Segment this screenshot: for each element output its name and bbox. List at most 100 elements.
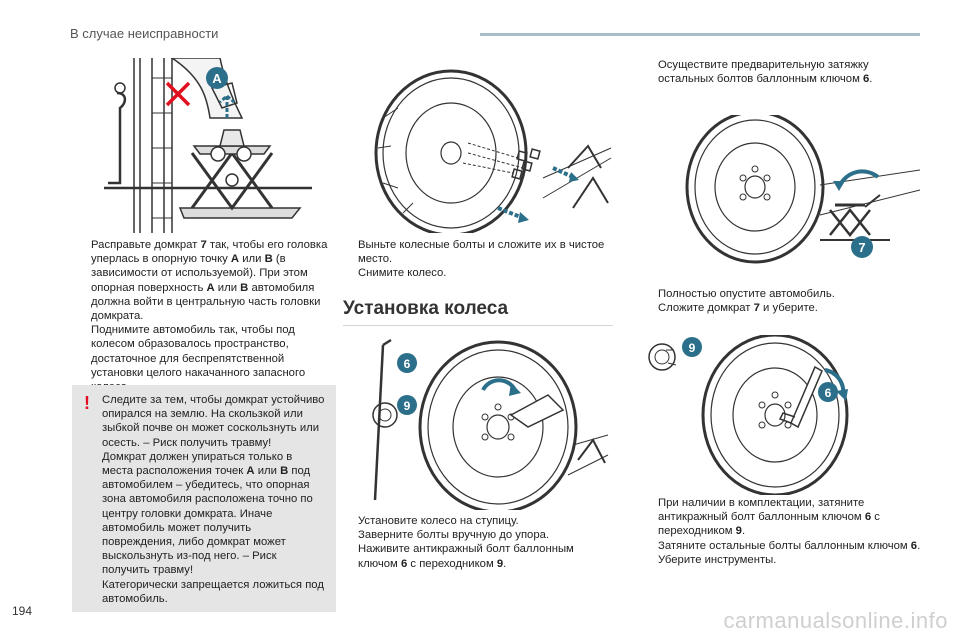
- col3-tighten-instructions: При наличии в комплектации, затяните ант…: [643, 496, 921, 567]
- text-run: с переходником: [407, 557, 497, 570]
- warning-text: Домкрат должен упираться только в места …: [102, 451, 313, 577]
- text-run: .: [869, 73, 873, 86]
- bullet-text: Выньте колесные болты и сложите их в чис…: [358, 239, 604, 265]
- text-run: Заверните болты вручную до упора.: [358, 529, 550, 542]
- bullet-text: Установите колесо на ступицу.: [358, 515, 519, 527]
- text-run: Сложите домкрат: [658, 302, 754, 315]
- bullet-item: Расправьте домкрат 7 так, чтобы его голо…: [76, 238, 338, 323]
- bullet-text: При наличии в комплектации, затяните ант…: [658, 497, 880, 537]
- bullet-text: Уберите инструменты.: [658, 554, 776, 566]
- bullet-item: Выньте колесные болты и сложите их в чис…: [343, 238, 613, 266]
- watermark: carmanualsonline.info: [723, 608, 948, 633]
- text-run: (в зависимости от используемой). При это…: [91, 253, 308, 294]
- text-run: под автомобилем – убедитесь, что опорная…: [102, 465, 313, 577]
- warning-icon: !: [84, 393, 90, 413]
- text-run: или: [254, 465, 281, 478]
- label-9-fit: 9: [404, 399, 411, 413]
- reference-code: B: [264, 253, 273, 266]
- reference-code: 9: [496, 557, 504, 570]
- reference-code: 7: [200, 239, 207, 251]
- tighten-bolts-illustration: 9 6: [640, 335, 920, 495]
- col1-instructions: Расправьте домкрат 7 так, чтобы его голо…: [76, 238, 338, 394]
- warning-paragraph: Домкрат должен упираться только в места …: [102, 450, 326, 578]
- reference-code: B: [280, 465, 289, 478]
- text-run: .: [917, 539, 921, 552]
- bullet-item: Снимите колесо.: [343, 266, 613, 280]
- bullet-item: Установите колесо на ступицу.: [343, 514, 613, 528]
- text-run: Затяните остальные болты баллонным ключо…: [658, 539, 911, 552]
- reference-code: A: [246, 465, 255, 478]
- text-run: Полностью опустите автомобиль.: [658, 288, 835, 300]
- bullet-item: Поднимите автомобиль так, чтобы под коле…: [76, 323, 338, 394]
- section-heading-rule: [343, 325, 613, 326]
- bullet-text: Расправьте домкрат 7 так, чтобы его голо…: [91, 239, 327, 322]
- jack-illustration: A: [72, 58, 337, 233]
- text-run: Категорически запрещается ложиться под а…: [102, 578, 324, 605]
- label-a: A: [212, 71, 222, 86]
- fit-wheel-illustration: 6 9: [343, 335, 613, 510]
- text-run: Домкрат должен упираться только в места …: [102, 450, 293, 478]
- section-heading: Установка колеса: [343, 298, 509, 319]
- text-run: Расправьте домкрат: [91, 239, 201, 251]
- text-run: Поднимите автомобиль так, чтобы под коле…: [91, 324, 306, 393]
- label-6-fit: 6: [404, 357, 411, 371]
- col3-lower-instructions: Полностью опустите автомобиль. Сложите до…: [643, 287, 921, 315]
- reference-code: 7: [753, 302, 760, 315]
- col2-fit-instructions: Установите колесо на ступицу. Заверните б…: [343, 514, 613, 571]
- reference-code: 6: [863, 73, 870, 86]
- text-run: .: [741, 525, 746, 538]
- text-run: Снимите колесо.: [358, 267, 447, 280]
- bullet-item: Наживите антикражный болт баллонным ключ…: [343, 542, 613, 570]
- text-run: автомобиля должна войти в центральную ча…: [91, 281, 321, 323]
- bullet-text: Заверните болты вручную до упора.: [358, 529, 549, 541]
- bullet-text: Снимите колесо.: [358, 267, 446, 279]
- reference-code: B: [240, 281, 249, 294]
- bullet-text: Осуществите предварительную затяжку оста…: [658, 59, 872, 85]
- text-run: .: [503, 557, 507, 570]
- bullet-item: При наличии в комплектации, затяните ант…: [643, 496, 921, 539]
- bullet-text: Поднимите автомобиль так, чтобы под коле…: [91, 324, 305, 393]
- bullet-item: Осуществите предварительную затяжку оста…: [643, 58, 921, 86]
- reference-code: 6: [910, 539, 918, 552]
- warning-box: ! Следите за тем, чтобы домкрат устойчив…: [72, 385, 336, 612]
- text-run: или: [214, 281, 241, 294]
- bullet-item: Уберите инструменты.: [643, 553, 921, 567]
- bullet-text: Наживите антикражный болт баллонным ключ…: [358, 543, 574, 569]
- lower-car-illustration: 7: [640, 115, 920, 275]
- page-number: 194: [12, 604, 33, 618]
- col2-remove-instructions: Выньте колесные болты и сложите их в чис…: [343, 238, 613, 281]
- warning-text: Категорически запрещается ложиться под а…: [102, 579, 324, 605]
- text-run: Наживите антикражный болт баллонным ключ…: [358, 543, 574, 570]
- text-run: Следите за тем, чтобы домкрат устойчиво …: [102, 394, 325, 449]
- bullet-item: Сложите домкрат 7 и уберите.: [643, 301, 921, 315]
- reference-code: 9: [735, 525, 742, 538]
- text-run: Уберите инструменты.: [658, 553, 777, 566]
- bullet-text: Сложите домкрат 7 и уберите.: [658, 302, 818, 314]
- warning-text: Следите за тем, чтобы домкрат устойчиво …: [102, 394, 324, 449]
- col3-pretighten-instructions: Осуществите предварительную затяжку оста…: [643, 58, 921, 86]
- text-run: Осуществите предварительную затяжку оста…: [658, 59, 869, 86]
- reference-code: 6: [864, 511, 872, 524]
- bullet-item: Полностью опустите автомобиль.: [643, 287, 921, 301]
- label-6-tighten: 6: [825, 386, 832, 400]
- header-divider: [480, 33, 920, 36]
- bullet-text: Полностью опустите автомобиль.: [658, 288, 835, 300]
- text-run: и уберите.: [759, 302, 818, 315]
- reference-code: A: [206, 281, 215, 294]
- text-run: Установите колесо на ступицу.: [358, 515, 519, 527]
- label-7: 7: [858, 240, 865, 255]
- bullet-item: Заверните болты вручную до упора.: [343, 528, 613, 542]
- text-run: Выньте колесные болты и сложите их в чис…: [358, 239, 605, 266]
- text-run: или: [239, 253, 265, 266]
- header-title: В случае неисправности: [70, 26, 219, 41]
- text-run: При наличии в комплектации, затяните ант…: [658, 497, 865, 524]
- warning-paragraph: Категорически запрещается ложиться под а…: [102, 578, 326, 606]
- text-run: так, чтобы его головка уперлась в опорну…: [91, 239, 328, 266]
- reference-code: A: [230, 253, 240, 266]
- bullet-item: Затяните остальные болты баллонным ключо…: [643, 539, 921, 553]
- warning-paragraph: Следите за тем, чтобы домкрат устойчиво …: [102, 393, 326, 450]
- remove-bolts-illustration: [343, 58, 613, 233]
- label-9-tighten: 9: [689, 341, 696, 355]
- text-run: с переходником: [658, 511, 880, 538]
- reference-code: 6: [400, 557, 408, 570]
